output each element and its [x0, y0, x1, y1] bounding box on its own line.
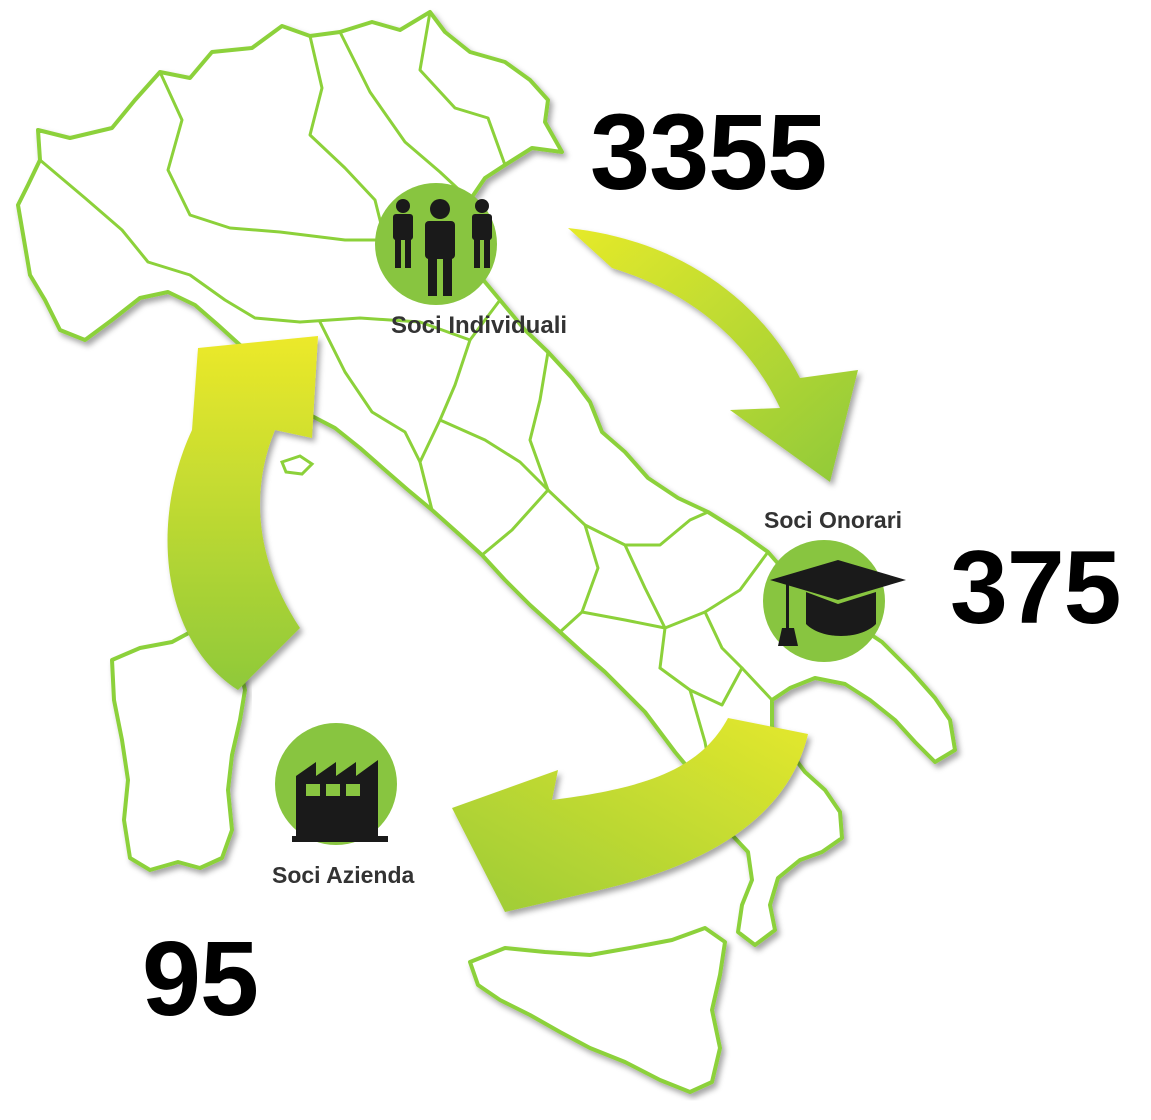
region-borders [38, 10, 774, 814]
count-soci-onorari: 375 [950, 530, 1122, 646]
count-soci-azienda: 95 [142, 920, 259, 1038]
soci-individuali-node [375, 183, 497, 305]
arrow-onorari-to-azienda [452, 718, 808, 912]
sicily [468, 926, 727, 1094]
label-soci-individuali: Soci Individuali [391, 312, 568, 339]
factory-icon [292, 760, 388, 842]
soci-onorari-node [763, 540, 906, 662]
graduation-cap-icon [770, 560, 906, 646]
label-soci-onorari: Soci Onorari [764, 507, 903, 533]
arrow-individuali-to-onorari [568, 228, 858, 482]
count-soci-individuali: 3355 [590, 91, 827, 212]
soci-azienda-node [275, 723, 397, 845]
elba [280, 454, 315, 476]
arrow-azienda-to-individuali [167, 336, 318, 690]
label-soci-azienda: Soci Azienda [272, 862, 415, 888]
people-icon [393, 199, 492, 296]
